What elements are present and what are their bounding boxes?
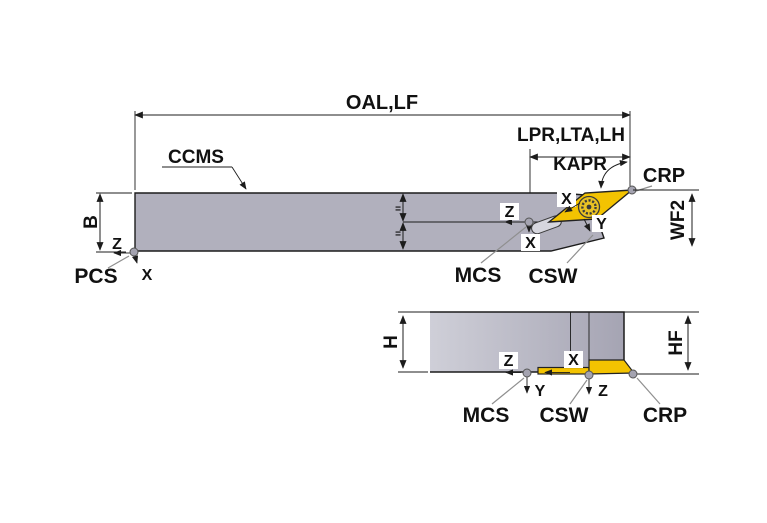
csw-x-label-box bbox=[557, 190, 576, 207]
csw-side-z-axis-label: Z bbox=[598, 383, 608, 400]
functional-height-label: HF bbox=[666, 330, 687, 355]
crp-leader-side bbox=[636, 377, 661, 405]
csw-label-top: CSW bbox=[529, 265, 578, 288]
oal-lf-dimension-label: OAL,LF bbox=[346, 92, 418, 114]
side-body-outline bbox=[430, 311, 625, 360]
mcs-z-label-box bbox=[500, 203, 519, 220]
mcs-coordinate-system-top: Z X MCS bbox=[455, 203, 540, 287]
pcs-z-axis-label: Z bbox=[112, 236, 122, 253]
crp-point-side: CRP bbox=[628, 369, 687, 427]
csw-leader-side bbox=[569, 379, 588, 405]
equal-halves-dimension: = = bbox=[395, 193, 407, 250]
kapr-label: KAPR bbox=[553, 154, 607, 175]
csw-side-x-axis-label: X bbox=[568, 352, 579, 369]
shank-height-label: H bbox=[381, 335, 402, 349]
csw-label-side: CSW bbox=[540, 404, 589, 427]
csw-x-axis-label: X bbox=[561, 191, 572, 208]
mcs-marker-side bbox=[522, 368, 532, 378]
mcs-side-z-axis-label: Z bbox=[504, 353, 514, 370]
mcs-z-axis-label: Z bbox=[505, 204, 515, 221]
kapr-angle-arc bbox=[598, 160, 628, 189]
mcs-x-label-box bbox=[521, 234, 540, 251]
crp-marker-side bbox=[628, 369, 638, 379]
top-view: OAL,LF LPR,LTA,LH B = = bbox=[74, 92, 699, 288]
lpr-lta-lh-dimension-label: LPR,LTA,LH bbox=[517, 125, 625, 146]
shank-width-label: B bbox=[81, 215, 102, 229]
pcs-x-axis-label: X bbox=[142, 267, 153, 284]
mcs-label-top: MCS bbox=[455, 264, 502, 287]
csw-coordinate-system-top: X Y CSW bbox=[529, 190, 611, 288]
csw-side-x-label-box bbox=[564, 351, 583, 368]
mcs-label-side: MCS bbox=[463, 404, 510, 427]
pcs-x-axis-arrow bbox=[132, 255, 139, 264]
ccms-label: CCMS bbox=[168, 147, 224, 168]
insert-side-strip bbox=[537, 366, 590, 375]
pcs-label: PCS bbox=[74, 265, 117, 288]
mcs-marker-top bbox=[524, 217, 534, 227]
csw-coordinate-system-side: X Z CSW bbox=[540, 351, 608, 427]
csw-marker-side bbox=[584, 370, 594, 380]
mcs-side-z-label-box bbox=[499, 352, 518, 369]
csw-x-axis-arrow bbox=[564, 202, 581, 213]
csw-y-label-box bbox=[592, 215, 611, 232]
pcs-marker bbox=[129, 247, 139, 257]
pcs-coordinate-system: Z X PCS bbox=[74, 236, 152, 288]
crp-label-top-view: CRP bbox=[643, 165, 685, 187]
csw-y-axis-arrow bbox=[583, 218, 591, 232]
equal-mark-lower: = bbox=[395, 229, 401, 240]
mcs-leader-side bbox=[491, 377, 525, 405]
pcs-leader bbox=[107, 255, 130, 269]
wf2-label: WF2 bbox=[668, 200, 689, 240]
mcs-side-y-axis-label: Y bbox=[535, 383, 546, 400]
ccms-leader-arrow bbox=[231, 166, 247, 190]
mcs-x-axis-label: X bbox=[525, 235, 536, 252]
insert-side-block bbox=[588, 359, 636, 375]
csw-leader-top bbox=[566, 234, 594, 264]
mcs-coordinate-system-side: Z Y MCS bbox=[463, 352, 546, 427]
crp-label-side: CRP bbox=[643, 404, 687, 427]
csw-y-axis-label: Y bbox=[596, 216, 607, 233]
clamp-screw-icon bbox=[577, 195, 601, 219]
mcs-leader-top bbox=[480, 226, 527, 264]
side-view: H HF Z Y MCS X Z CSW bbox=[381, 311, 699, 427]
equal-mark-upper: = bbox=[395, 204, 401, 215]
